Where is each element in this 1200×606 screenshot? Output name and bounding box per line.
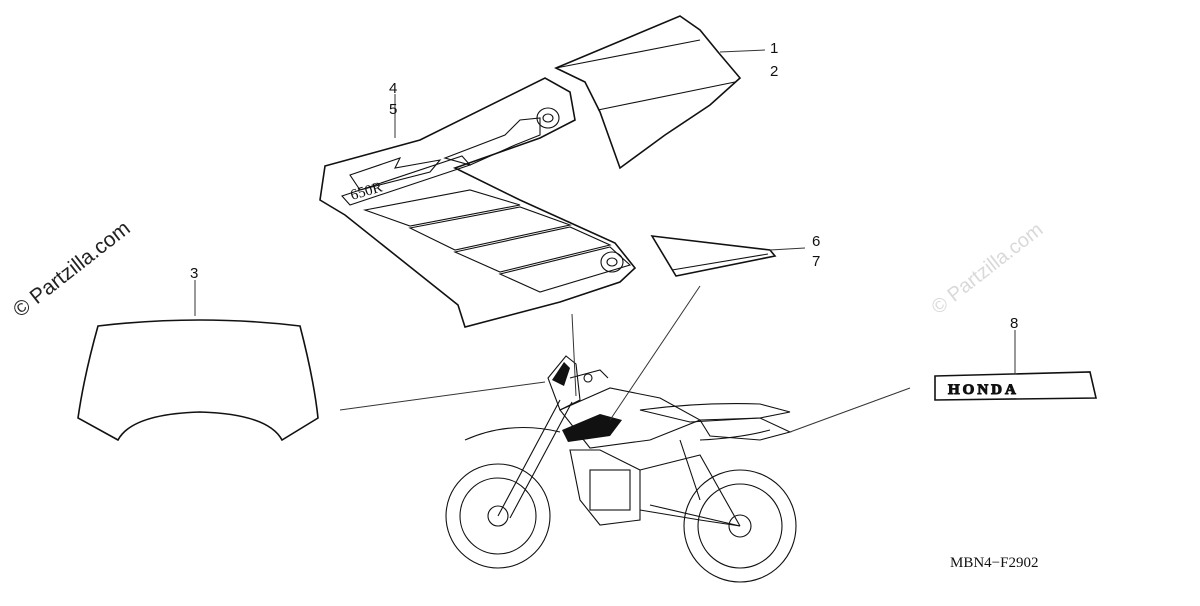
emblem-text: HONDA bbox=[948, 382, 1019, 398]
callout-numbers: 1 2 3 4 5 6 7 8 bbox=[190, 40, 1018, 332]
callout-4: 4 bbox=[389, 80, 397, 97]
part-small-triangle-decal[interactable] bbox=[650, 235, 777, 277]
watermark-faint-right: © Partzilla.com bbox=[928, 219, 1048, 319]
part-front-plate-decal[interactable] bbox=[77, 319, 319, 442]
callout-8: 8 bbox=[1010, 315, 1018, 332]
part-shroud-upper-stripe[interactable] bbox=[554, 15, 742, 170]
callout-3: 3 bbox=[190, 265, 198, 282]
leader-to-bike-emblem bbox=[789, 387, 911, 433]
part-honda-emblem[interactable]: HONDA bbox=[934, 371, 1098, 401]
diagram-code: MBN4−F2902 bbox=[950, 555, 1038, 571]
leader-lines bbox=[194, 49, 1016, 433]
motorcycle-illustration bbox=[445, 355, 797, 583]
callout-5: 5 bbox=[389, 101, 397, 118]
leader-1 bbox=[719, 49, 766, 53]
leader-to-bike-triangle bbox=[609, 285, 701, 421]
callout-6: 6 bbox=[812, 233, 820, 250]
callout-2: 2 bbox=[770, 63, 778, 80]
part-tank-shroud-graphic[interactable]: 650R bbox=[319, 77, 637, 328]
callout-7: 7 bbox=[812, 253, 820, 270]
leader-to-bike-3 bbox=[339, 381, 546, 411]
callout-1: 1 bbox=[770, 40, 778, 57]
watermark-main: © Partzilla.com bbox=[9, 217, 135, 322]
leader-to-bike-shroud bbox=[571, 313, 577, 397]
leader-6 bbox=[769, 247, 806, 251]
